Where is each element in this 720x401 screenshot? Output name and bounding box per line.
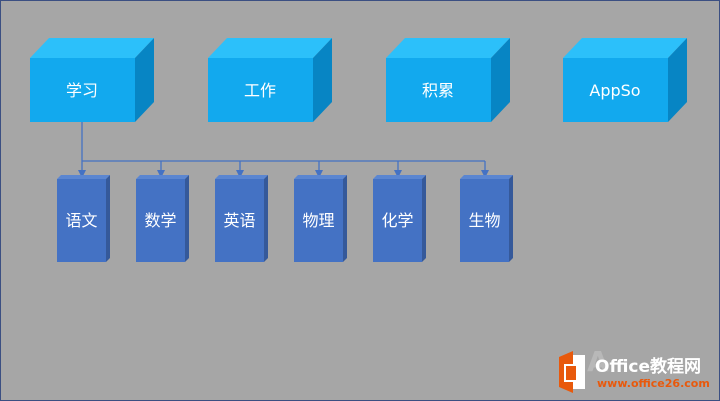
sub-box-top-face xyxy=(215,175,268,179)
top-box-label: 工作 xyxy=(244,81,276,100)
cube-top-face xyxy=(386,38,510,58)
sub-box-label: 语文 xyxy=(65,211,97,230)
sub-box-front-face xyxy=(373,179,422,262)
sub-box-side-face xyxy=(343,175,347,262)
sub-box-front-face xyxy=(215,179,264,262)
sub-box-math: 数学 xyxy=(136,175,189,262)
sub-box-label: 化学 xyxy=(381,211,413,230)
cube-front-face xyxy=(563,58,668,122)
sub-box-front-face xyxy=(460,179,509,262)
sub-box-front-face xyxy=(136,179,185,262)
sub-box-side-face xyxy=(106,175,110,262)
sub-box-chinese: 语文 xyxy=(57,175,110,262)
sub-box-label: 数学 xyxy=(144,211,176,230)
cube-front-face xyxy=(30,58,135,122)
sub-box-side-face xyxy=(422,175,426,262)
cube-top-face xyxy=(563,38,687,58)
sub-box-biology: 生物 xyxy=(460,175,513,262)
sub-box-side-face xyxy=(185,175,189,262)
sub-box-top-face xyxy=(373,175,426,179)
sub-box-side-face xyxy=(264,175,268,262)
watermark: A Office教程网 www.office26.com xyxy=(559,345,710,393)
sub-box-label: 生物 xyxy=(468,211,500,230)
sub-box-top-face xyxy=(57,175,110,179)
cube-side-face xyxy=(313,38,332,122)
sub-box-english: 英语 xyxy=(215,175,268,262)
top-box-study: 学习 xyxy=(30,38,154,122)
sub-box-top-face xyxy=(294,175,347,179)
office-logo-icon xyxy=(559,351,585,393)
watermark-title: Office教程网 xyxy=(595,356,701,377)
cube-side-face xyxy=(668,38,687,122)
sub-box-top-face xyxy=(460,175,513,179)
sub-box-chemistry: 化学 xyxy=(373,175,426,262)
top-box-label: AppSo xyxy=(589,81,640,100)
watermark-ghost-icon: A xyxy=(587,345,609,378)
cube-side-face xyxy=(491,38,510,122)
cube-top-face xyxy=(30,38,154,58)
cube-front-face xyxy=(386,58,491,122)
connectors xyxy=(78,122,489,178)
top-box-label: 积累 xyxy=(422,81,454,100)
watermark-url: www.office26.com xyxy=(597,377,710,390)
top-box-appso: AppSo xyxy=(563,38,687,122)
sub-box-label: 物理 xyxy=(302,211,334,230)
sub-box-top-face xyxy=(136,175,189,179)
sub-box-side-face xyxy=(509,175,513,262)
cube-front-face xyxy=(208,58,313,122)
top-box-work: 工作 xyxy=(208,38,332,122)
top-box-label: 学习 xyxy=(66,81,98,100)
cube-side-face xyxy=(135,38,154,122)
sub-box-front-face xyxy=(294,179,343,262)
cube-top-face xyxy=(208,38,332,58)
sub-box-front-face xyxy=(57,179,106,262)
sub-box-physics: 物理 xyxy=(294,175,347,262)
sub-box-label: 英语 xyxy=(223,211,255,230)
top-box-accumulate: 积累 xyxy=(386,38,510,122)
